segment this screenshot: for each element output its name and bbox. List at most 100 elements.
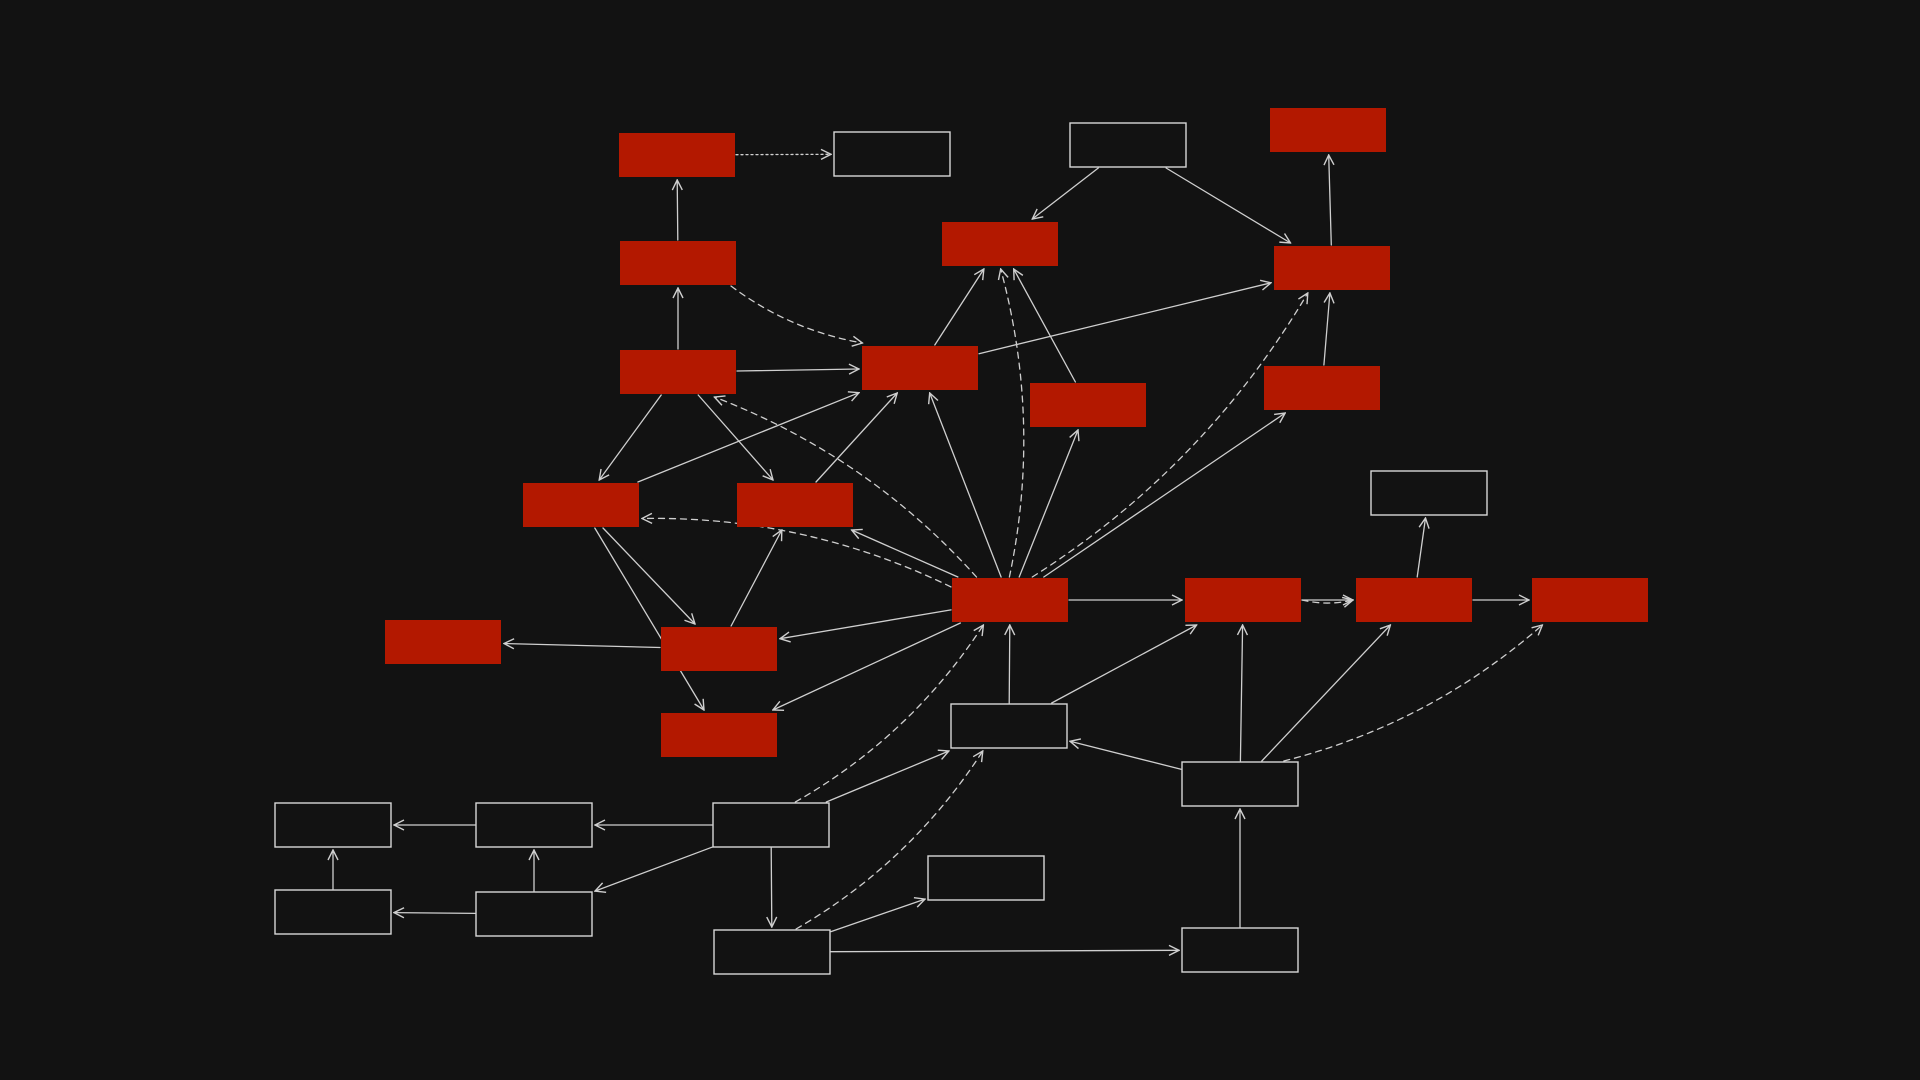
edge-o6-to-r12[interactable] [794,625,983,803]
node-r13-box [385,620,501,664]
edge-r12-to-r15[interactable] [773,622,962,710]
node-o12[interactable] [927,855,1045,901]
node-r7[interactable] [862,346,978,390]
node-o13[interactable] [1181,927,1299,973]
edge-o11-to-o13[interactable] [830,950,1179,951]
node-r5[interactable] [1274,246,1390,290]
node-r12-box [952,578,1068,622]
node-o5-box [1181,761,1299,807]
edge-r12-to-r9[interactable] [1043,413,1285,578]
node-r16[interactable] [1185,578,1301,622]
node-r10[interactable] [523,483,639,527]
node-r4-box [942,222,1058,266]
node-o9[interactable] [475,891,593,937]
node-o1-box [833,131,951,177]
edge-r10-to-r14[interactable] [602,527,695,624]
node-r6[interactable] [620,350,736,394]
edge-r6-to-r11[interactable] [697,394,773,480]
edge-o6-to-o9[interactable] [595,846,713,891]
edge-o9-to-o10[interactable] [394,913,476,914]
edges-layer [333,154,1542,951]
node-r11[interactable] [737,483,853,527]
edge-o5-to-r16[interactable] [1240,625,1242,762]
edge-r12-to-r7[interactable] [930,393,1002,578]
edge-r8-to-r4[interactable] [1014,269,1077,383]
edge-r2-to-r7[interactable] [730,285,862,343]
edge-o5-to-r17[interactable] [1261,625,1391,762]
node-o5[interactable] [1181,761,1299,807]
node-o6[interactable] [712,802,830,848]
node-r11-box [737,483,853,527]
edge-o2-to-r4[interactable] [1032,167,1099,219]
edge-o2-to-r5[interactable] [1165,167,1290,243]
edge-o6-to-o11[interactable] [771,847,772,927]
edge-r2-to-r1[interactable] [677,180,678,241]
node-r14[interactable] [661,627,777,671]
edge-r17-to-o3[interactable] [1416,518,1425,578]
edge-r10-to-r7[interactable] [637,393,859,483]
edge-o4-to-r16[interactable] [1051,625,1197,704]
edge-r9-to-r5[interactable] [1323,293,1330,366]
edge-r10-to-r15[interactable] [594,527,704,710]
node-r3-box [1270,108,1386,152]
edge-o11-to-o4[interactable] [795,751,983,930]
node-r8[interactable] [1030,383,1146,427]
node-r8-box [1030,383,1146,427]
node-o4[interactable] [950,703,1068,749]
edge-r6-to-r10[interactable] [599,394,662,480]
edge-r7-to-r4[interactable] [934,269,984,346]
edge-r11-to-r7[interactable] [815,393,897,483]
node-r18-box [1532,578,1648,622]
node-o2[interactable] [1069,122,1187,168]
node-o11[interactable] [713,929,831,975]
node-r7-box [862,346,978,390]
edge-r6-to-r7[interactable] [736,369,859,371]
node-o7[interactable] [475,802,593,848]
edge-r12-to-r14[interactable] [780,609,952,639]
node-r5-box [1274,246,1390,290]
node-o9-box [475,891,593,937]
node-o7-box [475,802,593,848]
edge-o6-to-o4[interactable] [825,751,949,803]
node-r18[interactable] [1532,578,1648,622]
node-r15[interactable] [661,713,777,757]
edge-o5-to-r18[interactable] [1283,625,1543,762]
node-r13[interactable] [385,620,501,664]
edge-r16-to-r17[interactable] [1301,600,1353,603]
node-o6-box [712,802,830,848]
node-r17[interactable] [1356,578,1472,622]
edge-r12-to-r5[interactable] [1031,293,1308,578]
node-o10[interactable] [274,889,392,935]
node-r1[interactable] [619,133,735,177]
node-r9[interactable] [1264,366,1380,410]
node-r2[interactable] [620,241,736,285]
edge-r12-to-r11[interactable] [852,530,959,578]
node-o8[interactable] [274,802,392,848]
node-r3[interactable] [1270,108,1386,152]
node-r16-box [1185,578,1301,622]
node-o1[interactable] [833,131,951,177]
edge-r12-to-r8[interactable] [1018,430,1078,578]
node-r4[interactable] [942,222,1058,266]
edge-r12-to-r6[interactable] [714,397,978,578]
node-r1-box [619,133,735,177]
edge-r7-to-r5[interactable] [978,283,1271,355]
edge-r14-to-r13[interactable] [504,644,661,648]
nodes-layer [274,108,1648,975]
node-r2-box [620,241,736,285]
edge-r12-to-r10[interactable] [642,518,952,588]
node-r15-box [661,713,777,757]
node-r12[interactable] [952,578,1068,622]
edge-r12-to-r4[interactable] [1001,269,1025,578]
node-o3[interactable] [1370,470,1488,516]
edge-o11-to-o12[interactable] [830,899,925,933]
edge-r5-to-r3[interactable] [1329,155,1332,246]
edge-o5-to-o4[interactable] [1070,741,1182,770]
node-o13-box [1181,927,1299,973]
edge-r14-to-r11[interactable] [730,530,782,627]
node-r17-box [1356,578,1472,622]
edge-o4-to-r12[interactable] [1009,625,1010,704]
node-o4-box [950,703,1068,749]
